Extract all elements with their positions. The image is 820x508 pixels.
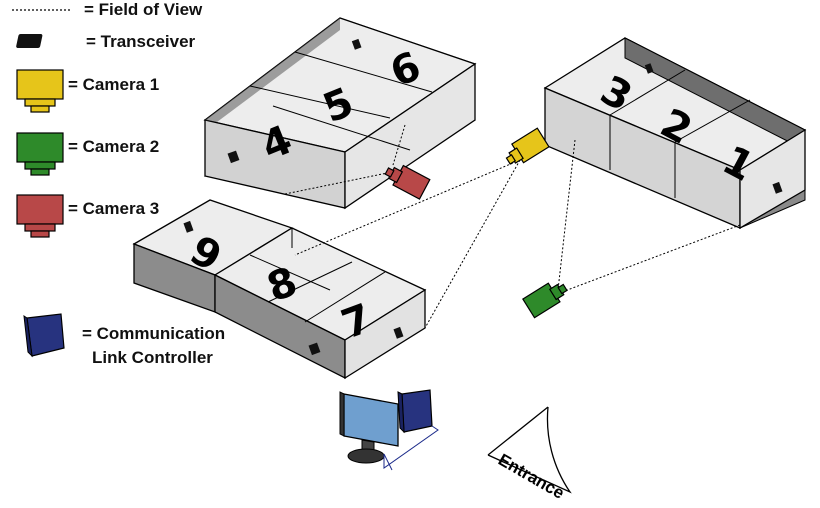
transceiver-box8 (308, 342, 321, 356)
container-row-4-5-6: 4 5 6 (203, 17, 477, 210)
transceiver-icon (16, 34, 43, 48)
monitor-icon (339, 391, 399, 464)
entrance-label: Entrance (495, 450, 568, 503)
controller-icon (397, 389, 433, 434)
legend: = Field of View = Transceiver = Camera 1… (12, 0, 225, 367)
camera2-legend-icon (16, 132, 64, 176)
transceiver-box1 (772, 181, 783, 194)
legend-transceiver: = Transceiver (86, 32, 196, 51)
container-row-3-2-1: 3 2 1 (543, 37, 807, 230)
transceiver-box3 (644, 63, 654, 74)
legend-controller-line2: Link Controller (92, 348, 213, 367)
camera1-icon (505, 127, 550, 165)
legend-camera2: = Camera 2 (68, 137, 159, 156)
entrance-door: Entrance (487, 406, 572, 503)
legend-field-of-view: = Field of View (84, 0, 203, 19)
transceiver-box7 (393, 326, 404, 339)
legend-controller-line1: = Communication (82, 324, 225, 343)
camera2-icon (522, 282, 568, 319)
network-cable (383, 425, 439, 469)
camera3-icon (384, 164, 431, 200)
legend-camera3: = Camera 3 (68, 199, 159, 218)
controller-legend-icon (23, 313, 65, 358)
field-of-view-lines (284, 124, 741, 329)
transceiver-box4 (227, 150, 240, 164)
transceiver-box9 (183, 220, 194, 233)
camera3-legend-icon (16, 194, 64, 238)
container-row-9-8-7: 9 8 7 (132, 199, 427, 380)
transceiver-box6 (351, 38, 362, 50)
camera1-legend-icon (16, 69, 64, 113)
legend-camera1: = Camera 1 (68, 75, 159, 94)
